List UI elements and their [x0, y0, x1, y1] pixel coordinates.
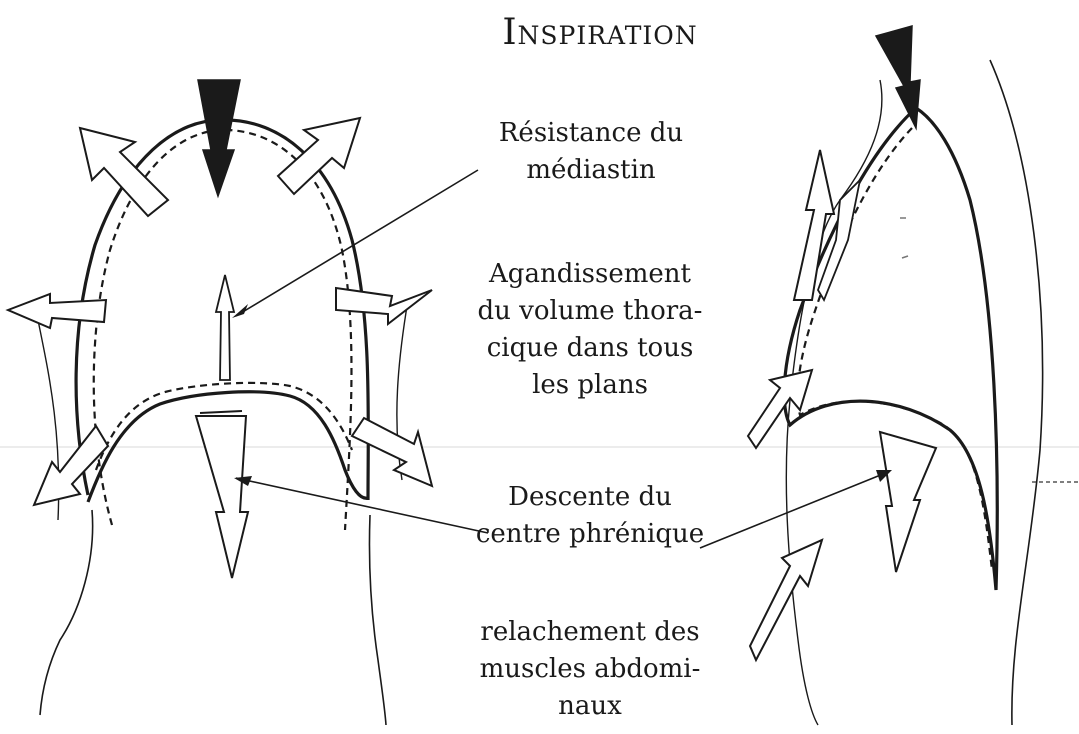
- label-line: centre phrénique: [440, 516, 740, 553]
- side-tick-2: [902, 256, 908, 258]
- label-resistance-mediastin: Résistance du médiastin: [456, 115, 726, 189]
- side-arrow-lower: [750, 540, 822, 660]
- label-agrandissement-volume: Agandissement du volume thora- cique dan…: [440, 256, 740, 404]
- label-descente-centre-phrenique: Descente du centre phrénique: [440, 479, 740, 553]
- label-line: Descente du: [440, 479, 740, 516]
- label-line: Agandissement: [440, 256, 740, 293]
- label-line: Résistance du: [456, 115, 726, 152]
- label-line: naux: [440, 688, 740, 725]
- label-line: muscles abdomi-: [440, 651, 740, 688]
- front-arrow-upper-right: [278, 118, 360, 194]
- front-top-dark-arrow: [198, 80, 240, 196]
- label-line: médiastin: [456, 152, 726, 189]
- front-arrow-upper-left: [80, 128, 168, 216]
- side-arrow-descent: [880, 432, 936, 572]
- front-center-dash: [200, 411, 242, 413]
- side-view: [748, 26, 1043, 725]
- diagram-title: Inspiration: [400, 12, 800, 53]
- front-body-outline-right: [369, 515, 386, 725]
- front-arrow-mid-left: [8, 294, 106, 328]
- label-line: relachement des: [440, 614, 740, 651]
- side-top-dark-arrow: [876, 26, 920, 128]
- front-arrow-center-up: [216, 275, 234, 380]
- label-line: cique dans tous: [440, 330, 740, 367]
- front-arrow-mid-right: [336, 288, 432, 324]
- label-line: du volume thora-: [440, 293, 740, 330]
- label-relachement-muscles: relachement des muscles abdomi- naux: [440, 614, 740, 725]
- side-back-outline: [990, 60, 1043, 725]
- front-arrow-center-down: [196, 416, 248, 578]
- front-body-outline-left: [40, 510, 93, 715]
- front-arrow-lower-right: [352, 418, 432, 486]
- front-view: [8, 80, 432, 725]
- label-line: les plans: [440, 367, 740, 404]
- side-arrow-mid: [748, 370, 812, 448]
